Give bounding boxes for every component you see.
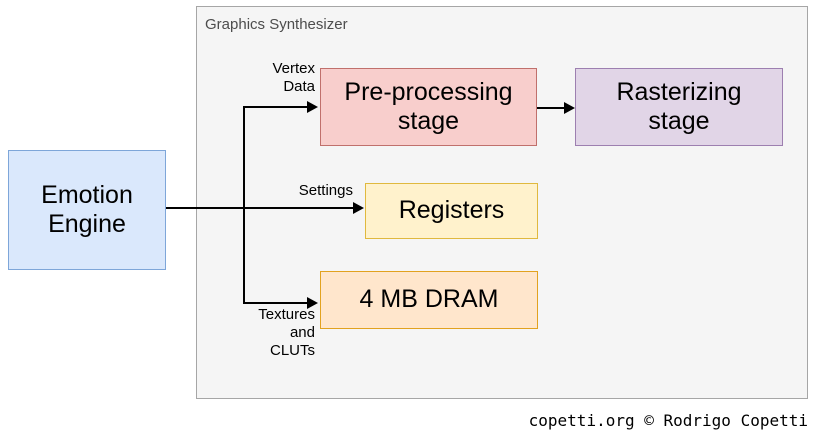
edge-label-settings: Settings [298, 182, 353, 199]
connector-preprocessing-to-rasterizing-line [537, 107, 564, 109]
connector-branch-vertical [243, 106, 245, 302]
connector-settings-line [243, 207, 353, 209]
arrowhead-vertex-data-icon [307, 101, 318, 113]
arrowhead-textures-icon [307, 297, 318, 309]
graphics-synthesizer-title: Graphics Synthesizer [205, 16, 348, 33]
arrowhead-settings-icon [353, 202, 364, 214]
node-registers[interactable]: Registers [365, 183, 538, 239]
connector-emotion-engine-trunk [166, 207, 244, 209]
connector-vertex-data-line [243, 106, 307, 108]
connector-textures-line [243, 302, 307, 304]
arrowhead-preprocessing-to-rasterizing-icon [564, 102, 575, 114]
footer-credit: copetti.org © Rodrigo Copetti [528, 411, 808, 430]
node-4mb-dram[interactable]: 4 MB DRAM [320, 271, 538, 329]
